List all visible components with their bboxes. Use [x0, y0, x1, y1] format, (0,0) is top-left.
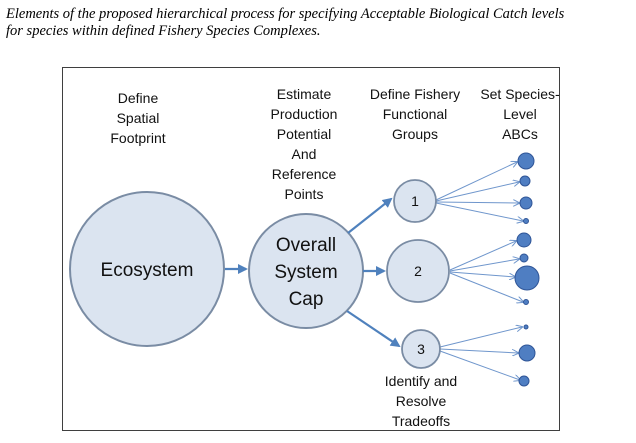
caption-line-2: for species within defined Fishery Speci…: [6, 23, 321, 39]
species-dot-7: [514, 265, 540, 291]
link-g2-s2: [449, 259, 519, 272]
cap-label-line-2: System: [274, 262, 337, 283]
group-1-circle: [393, 179, 437, 223]
caption-line-1: Elements of the proposed hierarchical pr…: [6, 6, 565, 22]
header-production-line-5: Reference: [272, 166, 337, 182]
header-production-line-2: Production: [271, 106, 338, 122]
header-spatial-footprint: Define Spatial Footprint: [110, 90, 165, 146]
link-g1-s1: [435, 162, 517, 201]
link-g2-s1: [449, 241, 516, 271]
header-production-potential: Estimate Production Potential And Refere…: [271, 86, 338, 202]
header-spatial-line-1: Define: [118, 90, 159, 106]
header-functional-line-2: Functional: [383, 106, 448, 122]
tradeoffs-line-2: Resolve: [396, 393, 447, 409]
header-species-line-3: ABCs: [502, 126, 538, 142]
link-g1-s3: [435, 202, 519, 203]
header-species-line-2: Level: [503, 106, 536, 122]
main-arrows: [225, 197, 401, 348]
tradeoffs-line-3: Tradeoffs: [392, 413, 450, 429]
diagram-frame: [62, 67, 560, 431]
group-2-circle: [386, 239, 450, 303]
header-species-abcs: Set Species- Level ABCs: [480, 86, 560, 142]
link-g3-s1: [439, 327, 522, 348]
link-g2-s3: [449, 271, 515, 277]
group-2-label: 2: [414, 263, 422, 279]
header-functional-line-3: Groups: [392, 126, 438, 142]
header-species-line-1: Set Species-: [480, 86, 560, 102]
header-production-line-1: Estimate: [277, 86, 332, 102]
species-dot-3: [519, 196, 533, 210]
species-dot-1: [517, 152, 535, 170]
header-production-line-4: And: [292, 146, 317, 162]
figure-caption: Elements of the proposed hierarchical pr…: [6, 6, 630, 40]
link-g3-s2: [439, 348, 518, 353]
cap-label-line-3: Cap: [289, 289, 324, 310]
species-dot-8: [523, 299, 529, 305]
link-g1-s4: [435, 202, 523, 221]
species-dot-2: [519, 175, 531, 187]
link-g1-s2: [435, 182, 519, 202]
species-dot-9: [523, 324, 529, 330]
species-dot-6: [519, 253, 529, 263]
arrow-cap-to-group-1: [347, 197, 393, 234]
species-dots: [514, 152, 540, 387]
species-links: [435, 162, 523, 380]
tradeoffs-line-1: Identify and: [385, 373, 457, 389]
ecosystem-circle: [69, 191, 225, 347]
species-dot-5: [516, 232, 532, 248]
species-dot-10: [518, 344, 536, 362]
header-spatial-line-2: Spatial: [117, 110, 160, 126]
species-dot-4: [523, 218, 529, 224]
tradeoffs-label: Identify and Resolve Tradeoffs: [385, 373, 457, 429]
group-3-circle: [401, 329, 441, 369]
header-functional-line-1: Define Fishery: [370, 86, 460, 102]
ecosystem-label: Ecosystem: [101, 260, 194, 281]
group-1-label: 1: [411, 193, 419, 209]
link-g2-s4: [449, 272, 523, 302]
header-production-line-3: Potential: [277, 126, 331, 142]
link-g3-s3: [439, 350, 520, 380]
group-3-label: 3: [417, 341, 425, 357]
species-dot-11: [518, 375, 530, 387]
header-functional-groups: Define Fishery Functional Groups: [370, 86, 460, 142]
arrow-cap-to-group-3: [346, 310, 401, 348]
cap-label-line-1: Overall: [276, 235, 336, 256]
header-production-line-6: Points: [285, 186, 324, 202]
header-spatial-line-3: Footprint: [110, 130, 165, 146]
